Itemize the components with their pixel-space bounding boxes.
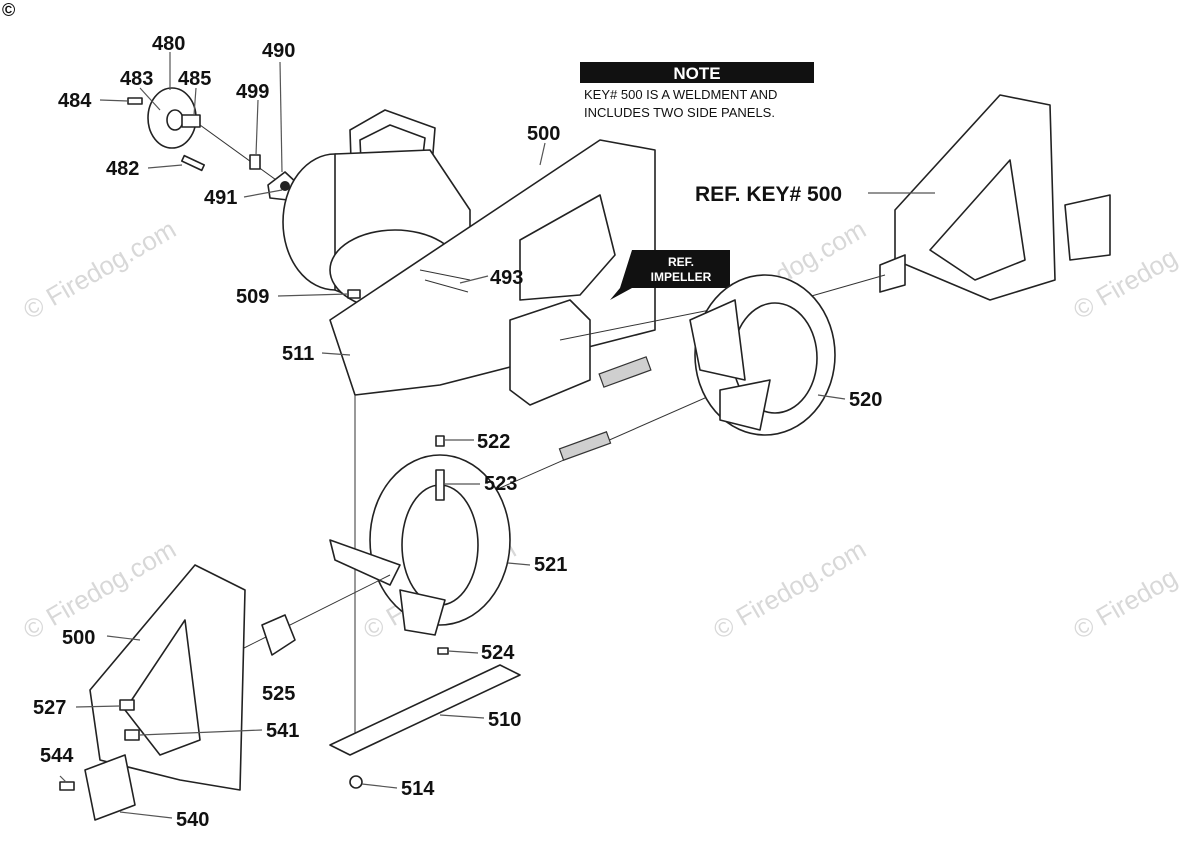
callout-500-left-panel: 500 [62,627,95,649]
left-side-panel-drawing [59,564,296,821]
pin-523 [435,469,445,501]
note-header-bar [580,62,814,83]
callout-522: 522 [477,431,510,453]
copyright-mark: © [2,0,15,20]
shave-plate-510 [329,664,521,756]
callout-525: 525 [262,683,295,705]
impeller-520-drawing [689,274,836,436]
bearing-491 [280,181,290,191]
callout-540: 540 [176,809,209,831]
ref-impeller-tag: REF. IMPELLER [610,250,730,300]
note-title: NOTE [673,64,720,83]
impeller-blade [689,299,746,381]
impeller-blade-2 [719,379,771,431]
callout-510: 510 [488,709,521,731]
skid-540 [84,754,136,821]
housing-side-cutout [519,194,616,301]
callout-480: 480 [152,33,185,55]
bolt-509 [347,289,361,299]
ref-impeller-line1: REF. [668,255,694,269]
callout-483: 483 [120,68,153,90]
watermark: © Firedog.com [708,534,871,645]
leader-lines [59,52,935,819]
gearbox-body [509,299,591,406]
key-482 [180,154,206,172]
callout-521: 521 [534,554,567,576]
auger-521-drawing [239,435,511,651]
watermark: © Firedog.com [18,214,181,325]
note-box: NOTE KEY# 500 IS A WELDMENT AND INCLUDES… [580,62,814,120]
bolt-493 [419,269,471,281]
right-panel-cutout [929,159,1026,281]
auger-ring-inner [401,484,479,606]
callout-490: 490 [262,40,295,62]
shaft-sleeve [598,356,652,388]
note-line-1: KEY# 500 IS A WELDMENT AND [584,87,777,102]
bolt-499 [249,154,261,170]
pulley-assembly-drawing [127,87,301,201]
auger-blade-2 [399,589,446,636]
callout-493: 493 [490,267,523,289]
ref-impeller-line2: IMPELLER [651,270,712,284]
left-panel-cutout [124,619,201,756]
callout-500-housing: 500 [527,123,560,145]
shaft-sleeve-2 [558,431,612,461]
bolt-524 [437,647,449,655]
right-bearing [879,254,906,293]
spacer-485 [181,114,201,128]
callout-484: 484 [58,90,92,112]
callout-527: 527 [33,697,66,719]
callout-491: 491 [204,187,237,209]
ref-key-500-label: REF. KEY# 500 [695,183,842,206]
callout-524: 524 [481,642,515,664]
bolt-544 [59,781,75,791]
callout-523: 523 [484,473,517,495]
callout-541: 541 [266,720,299,742]
right-side-panel-drawing [779,94,1111,306]
screw-522 [435,435,445,447]
callout-numbers: 480 483 485 484 490 499 482 491 500 493 … [33,33,882,831]
pulley-hub [166,109,184,131]
ref-impeller-tag-shape [610,250,730,300]
bolt-541 [124,729,140,741]
callout-509: 509 [236,286,269,308]
callout-499: 499 [236,81,269,103]
auger-blade [329,539,401,586]
note-line-2: INCLUDES TWO SIDE PANELS. [584,105,775,120]
watermark: © Firedog.com [1068,534,1180,645]
left-bearing-525 [261,614,296,656]
auger-axis [239,574,391,651]
blower-housing-drawing [282,109,656,745]
nut-514 [349,775,363,789]
callout-485: 485 [178,68,211,90]
bolt-493b [424,279,469,293]
callout-544: 544 [40,745,74,767]
callout-514: 514 [401,778,435,800]
carriage-bolt-527 [119,699,135,711]
callout-511: 511 [282,343,314,365]
callout-482: 482 [106,158,139,180]
screw-484 [127,97,143,105]
callout-520: 520 [849,389,882,411]
right-skid-bracket [1064,194,1111,261]
